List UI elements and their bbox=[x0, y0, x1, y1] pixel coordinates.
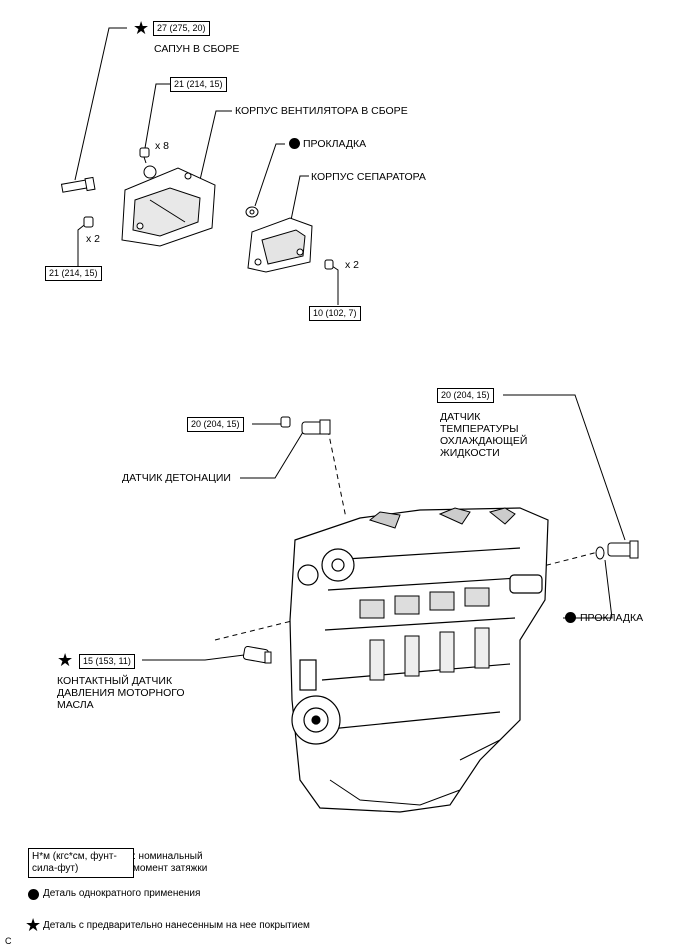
coolant-sensor-part bbox=[595, 540, 639, 560]
label-breather: САПУН В СБОРЕ bbox=[154, 43, 240, 55]
torque-breather: 27 (275, 20) bbox=[153, 21, 210, 36]
legend-dot-icon bbox=[28, 889, 39, 900]
leader-vent-bottom bbox=[77, 221, 89, 269]
legend-unit-description: : номинальный момент затяжки bbox=[133, 851, 208, 874]
torque-oil: 15 (153, 11) bbox=[79, 654, 135, 669]
vent-bottom-bolt bbox=[83, 216, 94, 228]
legend-unit-box: Н*м (кгс*см, фунт-сила-фут) bbox=[28, 848, 134, 878]
legend-single-use: Деталь однократного применения bbox=[43, 888, 201, 899]
leader-separator-case bbox=[289, 175, 309, 226]
leader-vent-case bbox=[199, 110, 232, 181]
leader-vent-top bbox=[144, 83, 170, 149]
label-oil-switch: КОНТАКТНЫЙ ДАТЧИК ДАВЛЕНИЯ МОТОРНОГО МАС… bbox=[57, 675, 185, 711]
engine-block bbox=[289, 507, 549, 813]
torque-coolant: 20 (204, 15) bbox=[437, 388, 494, 403]
leader-separator-bolt bbox=[331, 265, 339, 305]
count-vent-top: x 8 bbox=[155, 140, 170, 152]
count-separator: x 2 bbox=[345, 259, 360, 271]
oil-switch-part bbox=[242, 645, 272, 664]
label-separator-case: КОРПУС СЕПАРАТОРА bbox=[311, 171, 426, 183]
leader-coolant bbox=[503, 394, 626, 541]
leader-knock-sensor bbox=[240, 431, 304, 479]
corner-code: C bbox=[5, 936, 12, 946]
leader-gasket-bottom bbox=[563, 559, 613, 619]
precoated-star-icon: ★ bbox=[133, 18, 150, 38]
count-vent-bottom: x 2 bbox=[86, 233, 101, 245]
label-knock-sensor: ДАТЧИК ДЕТОНАЦИИ bbox=[122, 472, 231, 484]
legend-precoated: Деталь с предварительно нанесенным на не… bbox=[43, 920, 310, 931]
dash-oil bbox=[214, 611, 329, 641]
label-vent-case: КОРПУС ВЕНТИЛЯТОРА В СБОРЕ bbox=[235, 105, 408, 117]
torque-knock: 20 (204, 15) bbox=[187, 417, 244, 432]
torque-separator: 10 (102, 7) bbox=[309, 306, 361, 321]
gasket-top-part bbox=[245, 206, 259, 218]
torque-vent-bottom: 21 (214, 15) bbox=[45, 266, 102, 281]
dash-knock bbox=[327, 429, 347, 519]
vent-case bbox=[121, 165, 216, 247]
precoated-star-icon: ★ bbox=[57, 650, 74, 670]
label-gasket-top: ПРОКЛАДКА bbox=[303, 138, 367, 150]
label-gasket-bottom: ПРОКЛАДКА bbox=[580, 612, 644, 624]
breather-part bbox=[60, 176, 96, 193]
vent-top-bolt bbox=[139, 147, 150, 164]
leader-oil bbox=[142, 653, 253, 661]
knock-sensor-part bbox=[280, 416, 331, 435]
legend-star-icon: ★ bbox=[25, 915, 42, 935]
single-use-dot-icon bbox=[565, 612, 576, 623]
separator-bolt bbox=[324, 259, 334, 270]
separator-case bbox=[247, 217, 313, 273]
label-coolant-sensor: ДАТЧИК ТЕМПЕРАТУРЫ ОХЛАЖДАЮЩЕЙ ЖИДКОСТИ bbox=[440, 411, 528, 459]
leader-gasket-top bbox=[254, 143, 285, 207]
leader-breather bbox=[74, 27, 127, 181]
torque-vent-top: 21 (214, 15) bbox=[170, 77, 227, 92]
single-use-dot-icon bbox=[289, 138, 300, 149]
